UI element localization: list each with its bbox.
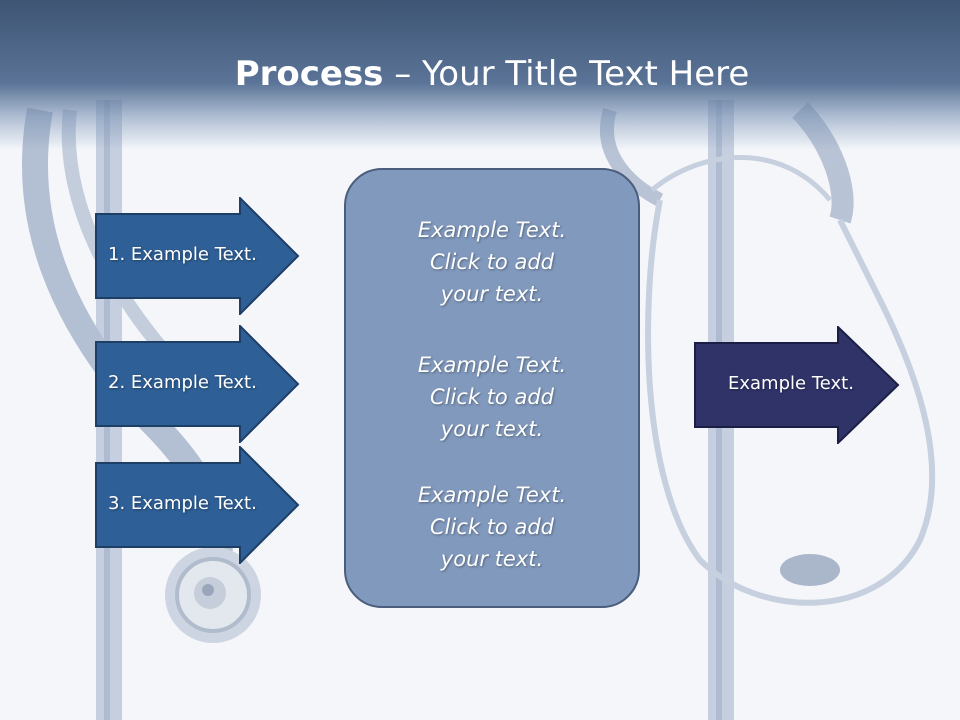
center-paragraph-line: your text.	[440, 282, 544, 306]
slide-title: Process – Your Title Text Here	[0, 52, 960, 96]
center-paragraph-2: Example Text. Click to add your text.	[346, 349, 638, 445]
step-arrow-1[interactable]: 1. Example Text.	[95, 197, 300, 315]
center-paragraph-line: Click to add	[429, 515, 554, 539]
step-arrow-shape	[95, 325, 300, 443]
center-text-box[interactable]: Example Text. Click to add your text. Ex…	[344, 168, 640, 608]
center-paragraph-line: Example Text.	[417, 483, 567, 507]
center-paragraph-line: Example Text.	[417, 218, 567, 242]
result-arrow-label: Example Text.	[728, 373, 854, 394]
result-arrow[interactable]: Example Text.	[694, 326, 900, 444]
header-band	[0, 0, 960, 150]
step-arrow-3[interactable]: 3. Example Text.	[95, 446, 300, 564]
result-arrow-shape	[694, 326, 900, 444]
step-arrow-shape	[95, 446, 300, 564]
center-paragraph-line: your text.	[440, 417, 544, 441]
step-arrow-shape	[95, 197, 300, 315]
title-rest: – Your Title Text Here	[383, 54, 750, 94]
center-paragraph-line: your text.	[440, 547, 544, 571]
center-paragraph-line: Click to add	[429, 250, 554, 274]
center-paragraph-line: Example Text.	[417, 353, 567, 377]
step-arrow-label: 2. Example Text.	[108, 372, 257, 393]
step-arrow-label: 3. Example Text.	[108, 493, 257, 514]
center-paragraph-3: Example Text. Click to add your text.	[346, 479, 638, 575]
step-arrow-label: 1. Example Text.	[108, 244, 257, 265]
center-paragraph-line: Click to add	[429, 385, 554, 409]
title-bold-part: Process	[234, 54, 384, 94]
center-paragraph-1: Example Text. Click to add your text.	[346, 214, 638, 310]
step-arrow-2[interactable]: 2. Example Text.	[95, 325, 300, 443]
